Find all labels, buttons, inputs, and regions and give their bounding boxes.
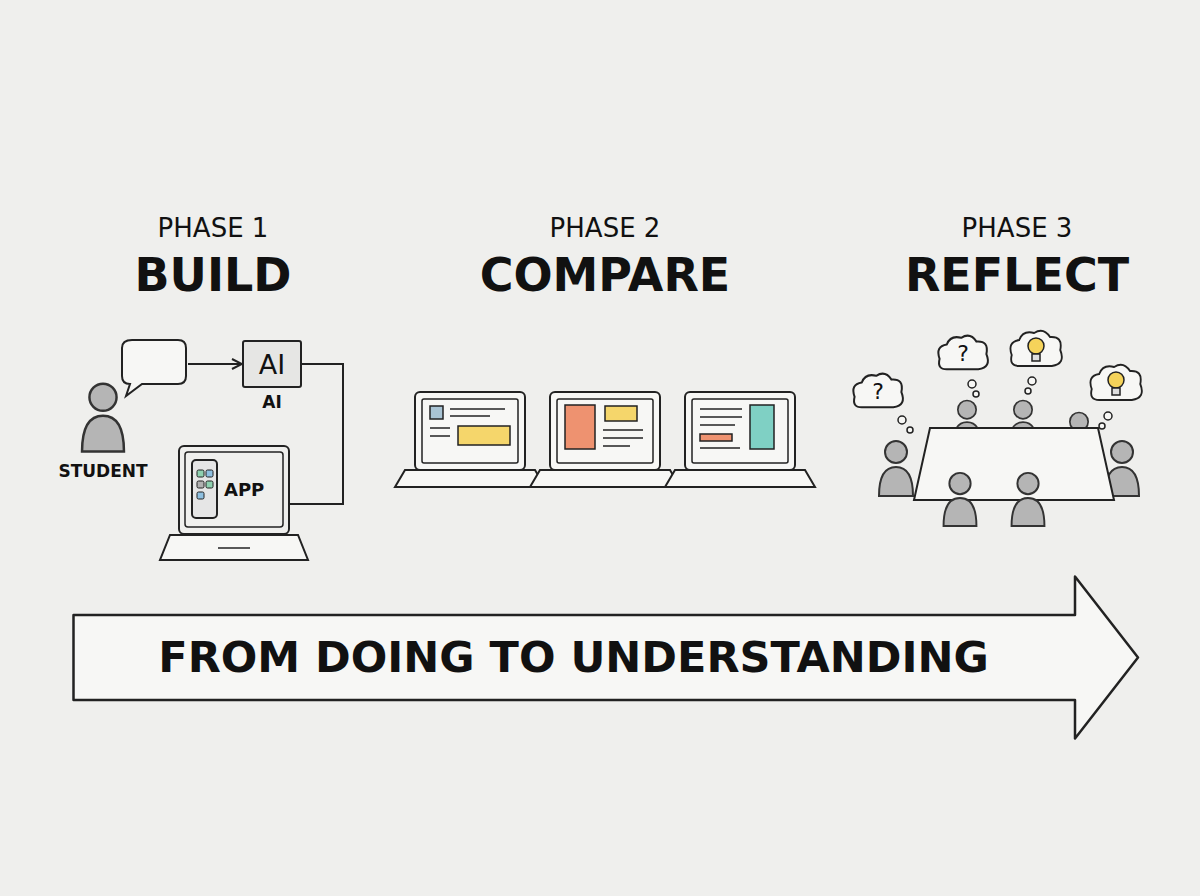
phase-title: BUILD xyxy=(0,250,463,301)
connector xyxy=(188,363,242,365)
node-caption: AI xyxy=(262,394,281,411)
progress-arrow: FROM DOING TO UNDERSTANDING xyxy=(72,575,1140,740)
app-laptop: APP xyxy=(178,445,290,535)
student-figure xyxy=(82,384,124,452)
meeting-table xyxy=(914,428,1114,500)
ai-box: AIAI xyxy=(242,340,302,388)
phase-title: REFLECT xyxy=(767,250,1200,301)
idea-cloud xyxy=(1010,331,1061,366)
node-text: FROM DOING TO UNDERSTANDING xyxy=(72,636,1075,679)
speech-bubble xyxy=(122,340,186,396)
laptop xyxy=(530,392,680,487)
question-cloud: ? xyxy=(851,371,905,415)
node-text: APP xyxy=(224,481,264,499)
thought-trails xyxy=(898,377,1112,433)
question-cloud: ? xyxy=(936,333,990,377)
phase-number: PHASE 3 xyxy=(767,214,1200,243)
node-text: AI xyxy=(244,351,300,378)
student-figure: STUDENT xyxy=(58,335,188,485)
phase-title: COMPARE xyxy=(355,250,855,301)
laptop xyxy=(665,392,815,487)
app-laptop-illustration xyxy=(160,452,308,560)
laptop xyxy=(395,392,545,487)
phase-number: PHASE 1 xyxy=(0,214,463,243)
node-text: ? xyxy=(851,381,905,403)
idea-cloud xyxy=(1090,365,1141,400)
meeting-people-front xyxy=(944,473,1045,526)
node-text: STUDENT xyxy=(58,461,147,481)
compare-laptops xyxy=(395,392,815,487)
phase-number: PHASE 2 xyxy=(355,214,855,243)
node-text: ? xyxy=(936,343,990,365)
